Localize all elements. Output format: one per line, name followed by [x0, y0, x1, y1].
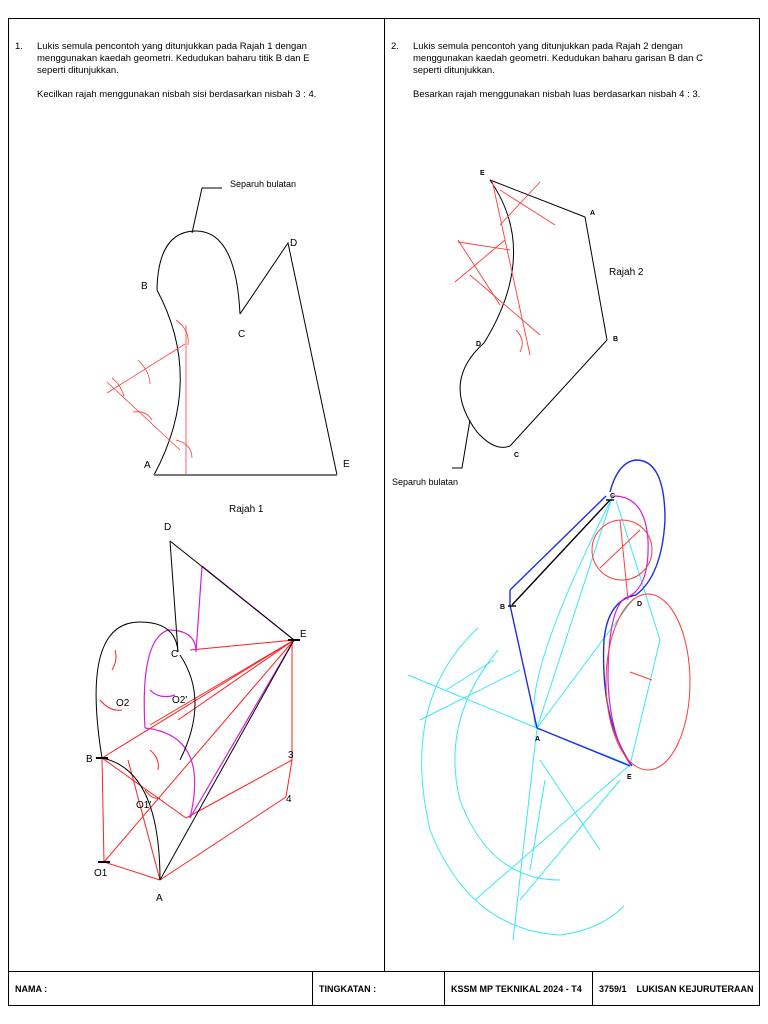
field-exam: KSSM MP TEKNIKAL 2024 - T4 — [445, 972, 593, 1005]
question-2-line-2: menggunakan kaedah geometri. Kedudukan b… — [413, 53, 703, 64]
solution-2-blue — [509, 459, 666, 767]
figure-2-caption: Rajah 2 — [609, 267, 644, 278]
figure-1-label-c: C — [238, 329, 245, 340]
solution-2-red-circles — [591, 519, 691, 771]
figure-1-outline — [239, 241, 338, 476]
solution-1-label-4: 4 — [286, 794, 292, 805]
solution-1-label-o1: O1 — [94, 868, 108, 879]
solution-2-label-c: C — [610, 493, 615, 500]
question-2-instruction: Besarkan rajah menggunakan nisbah luas b… — [413, 89, 701, 100]
figure-1 — [153, 187, 338, 476]
figure-1-label-b: B — [141, 281, 148, 292]
figure-1-semicircle — [156, 230, 241, 315]
figure-2-label-b: B — [613, 336, 618, 343]
question-1-number: 1. — [15, 41, 23, 52]
figure-1-label-d: D — [290, 238, 297, 249]
figure-2-label-a: A — [590, 210, 595, 217]
figure-2-label-d: D — [476, 341, 481, 348]
solution-1-label-d: D — [164, 522, 171, 533]
solution-1-label-a: A — [156, 893, 163, 904]
figure-1-caption: Rajah 1 — [229, 504, 264, 515]
solution-1-original — [95, 540, 295, 881]
figure-1-concave-arc — [153, 289, 181, 476]
figure-1-label-e: E — [343, 459, 350, 470]
field-tingkatan: TINGKATAN : — [313, 972, 445, 1005]
solution-1-tick-marks — [96, 639, 300, 863]
figure-2-label-c: C — [514, 452, 519, 459]
column-divider — [384, 19, 385, 971]
figure-1-leader — [191, 187, 222, 234]
solution-1-label-o2-prime: O2' — [172, 695, 187, 706]
figure-1-construction — [106, 319, 193, 475]
figure-2-label-e: E — [480, 170, 485, 177]
question-1-line-2: menggunakan kaedah geometri. Kedudukan b… — [37, 53, 310, 64]
solution-1-label-3: 3 — [288, 750, 294, 761]
title-block: NAMA : TINGKATAN : KSSM MP TEKNIKAL 2024… — [9, 971, 759, 1005]
figure-2-construction — [454, 179, 556, 356]
question-1-line-1: Lukis semula pencontoh yang ditunjukkan … — [37, 41, 307, 52]
solution-2-cyan-construction — [407, 497, 661, 941]
solution-2-label-e: E — [627, 774, 632, 781]
drawing-sheet: 1. Lukis semula pencontoh yang ditunjukk… — [8, 18, 760, 1006]
solution-1-label-o2: O2 — [116, 698, 130, 709]
solution-2-label-a: A — [535, 736, 540, 743]
figure-1-callout: Separuh bulatan — [230, 179, 296, 189]
figure-1-label-a: A — [144, 460, 151, 471]
solution-2-black — [508, 499, 614, 607]
subject-code: 3759/1 — [599, 983, 627, 994]
solution-1-label-b: B — [86, 754, 93, 765]
solution-1-label-c: C — [171, 649, 178, 660]
question-2-line-3: seperti ditunjukkan. — [413, 65, 495, 76]
solution-1-construction — [99, 639, 295, 881]
solution-2-label-b: B — [500, 604, 505, 611]
field-nama: NAMA : — [9, 972, 313, 1005]
figure-2-callout: Separuh bulatan — [392, 477, 458, 487]
figure-2-leader — [452, 419, 471, 469]
solution-2-magenta — [607, 495, 649, 765]
solution-1-label-o1-prime: O1' — [136, 800, 151, 811]
subject-name: LUKISAN KEJURUTERAAN — [636, 983, 754, 994]
figure-2 — [452, 179, 608, 469]
solution-1-label-e: E — [300, 629, 307, 640]
question-2-line-1: Lukis semula pencontoh yang ditunjukkan … — [413, 41, 683, 52]
solution-2-label-d: D — [637, 601, 642, 608]
question-2-number: 2. — [391, 41, 399, 52]
question-1-instruction: Kecilkan rajah menggunakan nisbah sisi b… — [37, 89, 317, 100]
field-subject: 3759/1 LUKISAN KEJURUTERAAN — [593, 972, 758, 1005]
question-1-line-3: seperti ditunjukkan. — [37, 65, 119, 76]
